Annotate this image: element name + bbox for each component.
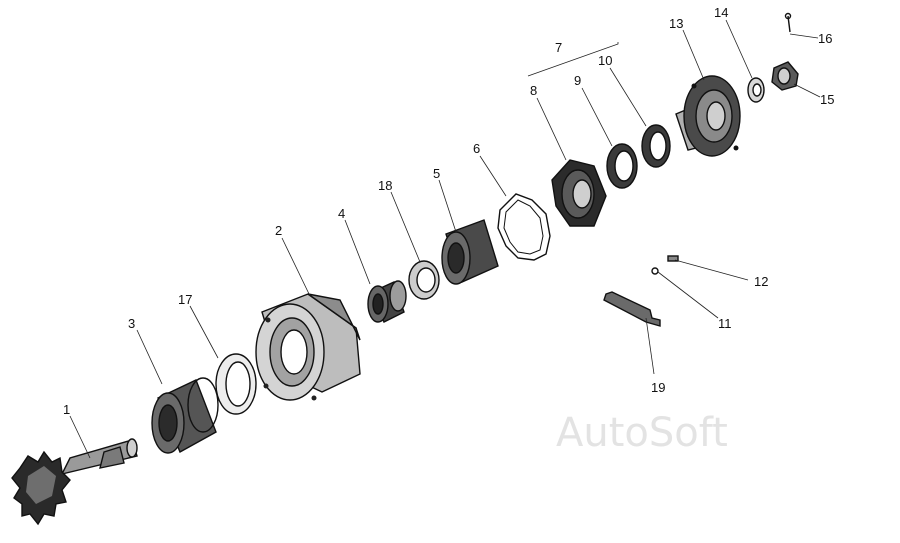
part-5-outer-bearing bbox=[441, 219, 499, 285]
part-14-washer bbox=[747, 77, 765, 103]
callout-18: 18 bbox=[378, 178, 392, 193]
callout-1: 1 bbox=[63, 402, 70, 417]
callout-16: 16 bbox=[818, 31, 832, 46]
part-11-washer bbox=[651, 267, 659, 275]
callout-11: 11 bbox=[718, 316, 732, 331]
part-19-lock-plate bbox=[603, 291, 661, 327]
callout-13: 13 bbox=[669, 16, 683, 31]
watermark-text: AutoSoft bbox=[556, 410, 728, 456]
callout-labels: 1 2 3 4 5 6 7 8 9 10 11 12 13 14 15 16 1… bbox=[63, 5, 834, 417]
callout-6: 6 bbox=[473, 141, 480, 156]
part-9-seal-ring bbox=[606, 143, 638, 189]
part-16-cotter-pin bbox=[784, 12, 792, 33]
callout-12: 12 bbox=[754, 274, 768, 289]
part-3-roller-bearing bbox=[151, 377, 219, 454]
callout-8: 8 bbox=[530, 83, 537, 98]
group-7-bracket bbox=[527, 42, 619, 77]
part-10-seal-ring bbox=[641, 124, 671, 168]
part-15-castle-nut bbox=[771, 61, 799, 91]
callout-4: 4 bbox=[338, 206, 345, 221]
part-17-thrust-ring bbox=[215, 353, 257, 415]
callout-17: 17 bbox=[178, 292, 192, 307]
callout-2: 2 bbox=[275, 223, 282, 238]
callout-5: 5 bbox=[433, 166, 440, 181]
part-1-pinion-shaft bbox=[11, 438, 138, 526]
callout-3: 3 bbox=[128, 316, 135, 331]
callout-9: 9 bbox=[574, 73, 581, 88]
callout-7: 7 bbox=[555, 40, 562, 55]
part-8-cover bbox=[551, 159, 607, 227]
part-4-inner-bearing bbox=[367, 280, 407, 323]
callout-15: 15 bbox=[820, 92, 834, 107]
callout-19: 19 bbox=[651, 380, 665, 395]
callout-10: 10 bbox=[598, 53, 612, 68]
part-12-bolt bbox=[667, 255, 679, 262]
part-18-spacer-ring bbox=[408, 260, 440, 300]
part-13-flange bbox=[675, 75, 741, 157]
callout-14: 14 bbox=[714, 5, 728, 20]
part-2-bearing-housing bbox=[255, 293, 361, 401]
part-6-gasket bbox=[497, 193, 551, 261]
leader-lines bbox=[69, 19, 821, 459]
